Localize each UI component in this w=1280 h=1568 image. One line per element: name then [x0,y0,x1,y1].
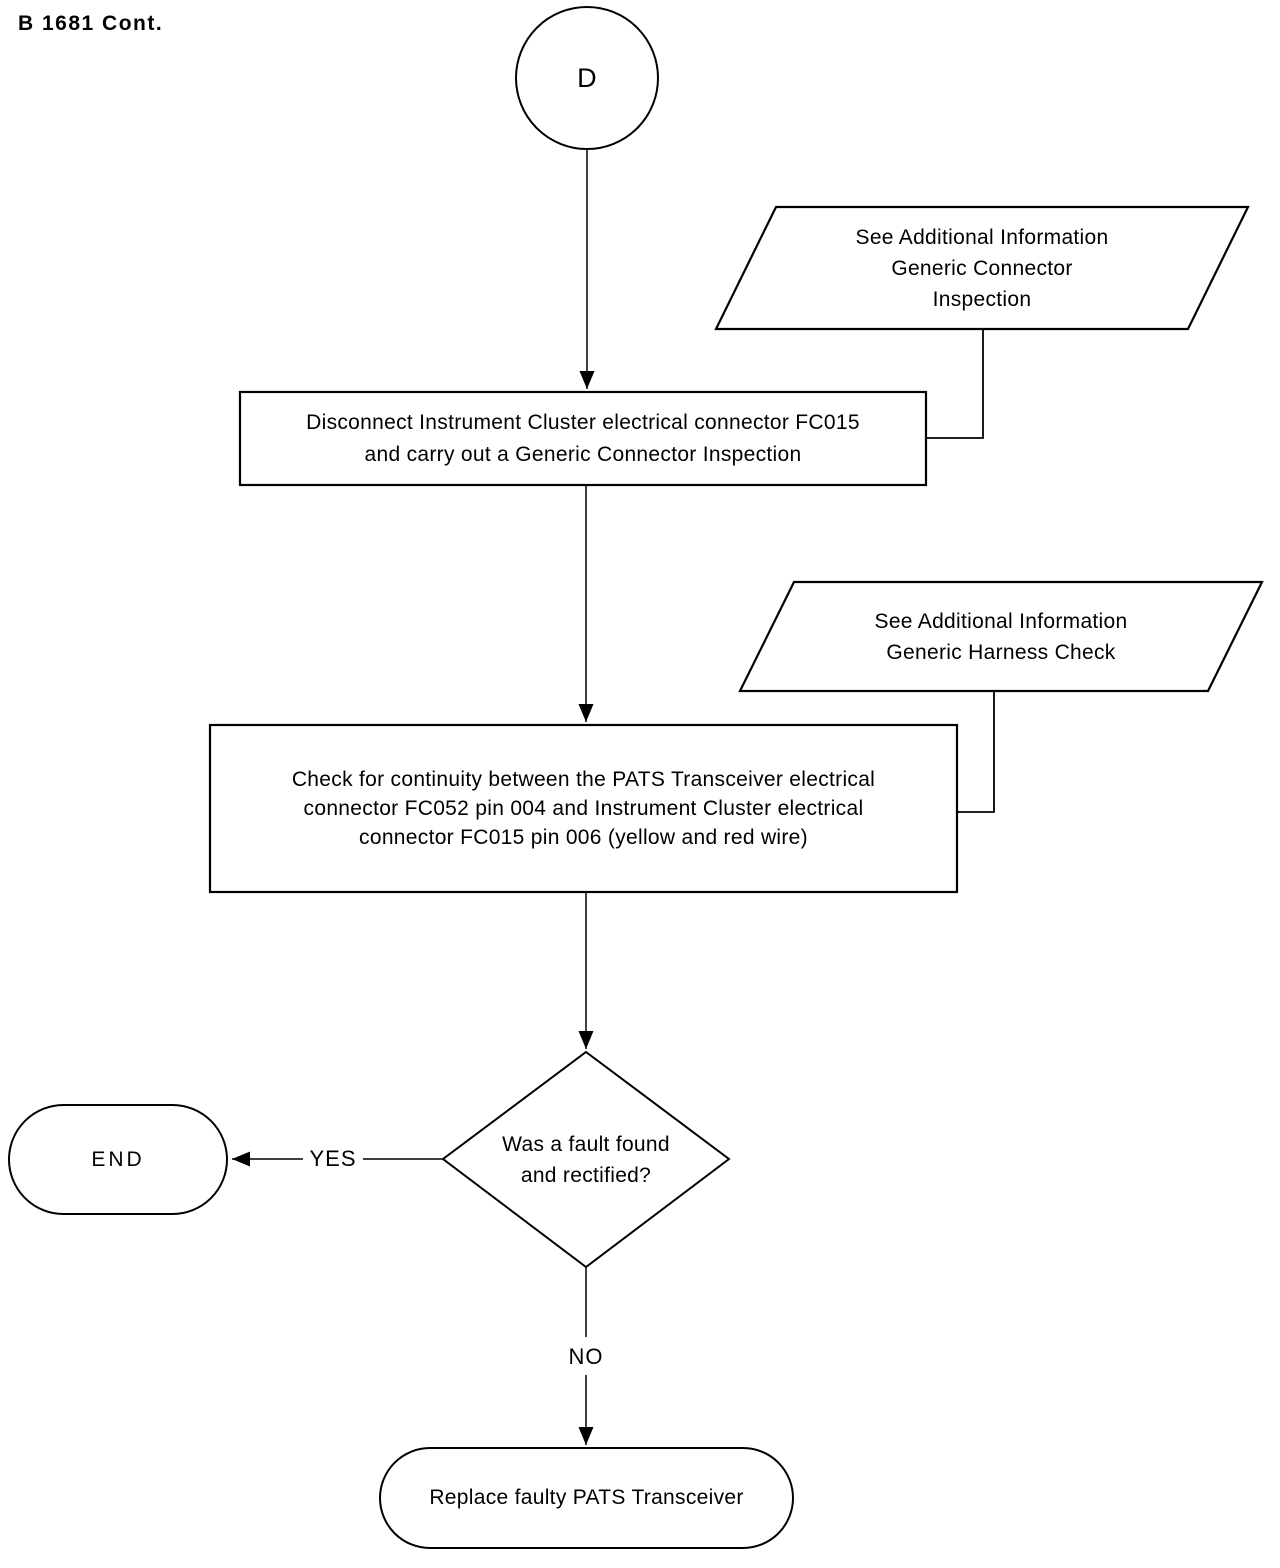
process-line: Check for continuity between the PATS Tr… [291,768,876,791]
reference-line: Inspection [932,287,1032,311]
reference-line: See Additional Information [855,225,1109,249]
terminator-replace-label: Replace faulty PATS Transceiver [429,1486,744,1509]
terminator-node-replace [379,1447,794,1549]
process-line: connector FC052 pin 004 and Instrument C… [303,797,864,820]
process-continuity-text: Check for continuity between the PATS Tr… [210,725,957,892]
process-node-disconnect [238,390,928,487]
reference-line: See Additional Information [874,609,1128,633]
process-line: and carry out a Generic Connector Inspec… [364,442,802,466]
reference-node-connector-inspection [714,205,1250,331]
reference-connector-inspection-text: See Additional Information Generic Conne… [716,207,1248,329]
decision-line: Was a fault found [502,1132,670,1156]
reference-line: Generic Harness Check [886,640,1116,664]
reference-node-harness-check [738,580,1264,693]
edge-ref2-to-continuity [958,691,995,813]
reference-line: Generic Connector [891,256,1073,280]
decision-fault-found-text: Was a fault found and rectified? [443,1052,729,1267]
connector-d-label: D [577,62,597,93]
edge-ref1-to-disconnect [927,329,984,439]
terminator-node-end [8,1104,228,1215]
reference-harness-check-text: See Additional Information Generic Harne… [740,582,1262,691]
process-disconnect-text: Disconnect Instrument Cluster electrical… [240,392,926,485]
edge-label-yes: YES [303,1146,363,1172]
process-line: Disconnect Instrument Cluster electrical… [306,410,860,434]
terminator-end-label: END [91,1147,145,1171]
process-line: connector FC015 pin 006 (yellow and red … [359,826,808,849]
edge-label-no: NO [556,1344,616,1370]
process-node-continuity [208,723,959,894]
connector-node-d [515,6,659,150]
page-title: B 1681 Cont. [18,12,164,35]
decision-line: and rectified? [520,1163,652,1187]
